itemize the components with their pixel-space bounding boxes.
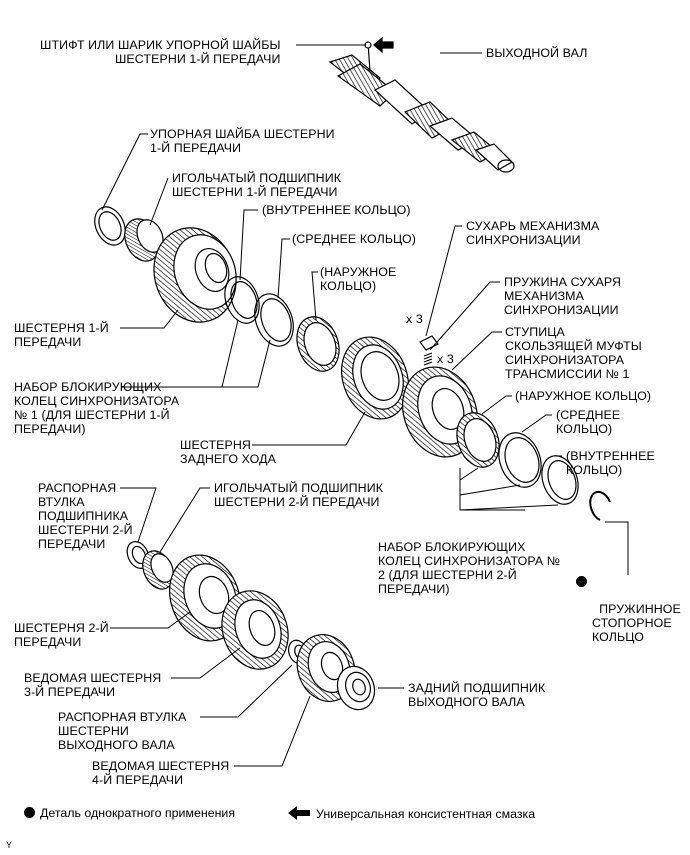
legend-grease: Универсальная консистентная смазка — [288, 806, 535, 821]
thrust-washer-part — [94, 206, 126, 246]
non-reusable-icon — [24, 807, 35, 818]
label-snap-ring: ПРУЖИННОЕ СТОПОРНОЕ КОЛЬЦО — [576, 574, 681, 644]
label-shifting-key: СУХАРЬ МЕХАНИЗМА СИНХРОНИЗАЦИИ — [466, 219, 600, 247]
label-middle-ring-2: (СРЕДНЕЕ КОЛЬЦО) — [556, 408, 621, 436]
first-gear-part — [153, 227, 237, 323]
label-output-shaft: ВЫХОДНОЙ ВАЛ — [486, 46, 588, 60]
label-sync-set-2: НАБОР БЛОКИРУЮЩИХ КОЛЕЦ СИНХРОНИЗАТОРА №… — [378, 540, 561, 596]
label-driven-gear-3: ВЕДОМАЯ ШЕСТЕРНЯ 3-Й ПЕРЕДАЧИ — [24, 671, 162, 699]
grease-arrow-icon — [288, 806, 310, 820]
reverse-gear-part — [341, 336, 409, 420]
inner-ring-2-part — [541, 455, 579, 505]
label-bushing-2: РАСПОРНАЯ ВТУЛКА ПОДШИПНИКА ШЕСТЕРНИ 2-Й… — [38, 481, 133, 551]
label-middle-ring-1: (СРЕДНЕЕ КОЛЬЦО) — [292, 232, 417, 246]
label-needle-bearing-2: ИГОЛЬЧАТЫЙ ПОДШИПНИК ШЕСТЕРНИ 2-Й ПЕРЕДА… — [214, 481, 384, 509]
shifting-key-part — [419, 335, 439, 351]
non-reusable-icon — [576, 576, 587, 587]
outer-ring-2-part — [456, 412, 500, 468]
inner-ring-1-part — [224, 276, 260, 324]
needle-bearing-1-part — [124, 218, 164, 262]
label-x3-spring: x 3 — [437, 352, 454, 366]
label-outer-ring-1: (НАРУЖНОЕ КОЛЬЦО) — [320, 265, 397, 293]
key-spring-part — [423, 352, 433, 366]
rear-bearing-part — [336, 665, 376, 711]
label-pin-ball: ШТИФТ ИЛИ ШАРИК УПОРНОЙ ШАЙБЫ ШЕСТЕРНИ 1… — [40, 38, 281, 66]
outer-ring-1-part — [296, 316, 340, 372]
label-key-spring: ПРУЖИНА СУХАРЯ МЕХАНИЗМА СИНХРОНИЗАЦИИ — [504, 275, 622, 317]
label-x3-key: x 3 — [406, 312, 423, 326]
label-spacer-shaft: РАСПОРНАЯ ВТУЛКА ШЕСТЕРНИ ВЫХОДНОГО ВАЛА — [58, 710, 187, 752]
label-sync-set-1: НАБОР БЛОКИРУЮЩИХ КОЛЕЦ СИНХРОНИЗАТОРА №… — [14, 380, 180, 436]
corner-mark: Y — [6, 840, 13, 850]
label-inner-ring-1: (ВНУТРЕННЕЕ КОЛЬЦО) — [262, 203, 411, 217]
output-shaft-part — [328, 41, 515, 173]
legend-non-reusable: Деталь однократного применения — [24, 806, 235, 820]
middle-ring-2-part — [498, 432, 542, 488]
label-driven-gear-4: ВЕДОМАЯ ШЕСТЕРНЯ 4-Й ПЕРЕДАЧИ — [92, 759, 230, 787]
label-thrust-washer: УПОРНАЯ ШАЙБА ШЕСТЕРНИ 1-Й ПЕРЕДАЧИ — [150, 127, 335, 155]
label-second-gear: ШЕСТЕРНЯ 2-Й ПЕРЕДАЧИ — [14, 621, 109, 649]
label-reverse-gear: ШЕСТЕРНЯ ЗАДНЕГО ХОДА — [180, 438, 276, 466]
label-needle-bearing-1: ИГОЛЬЧАТЫЙ ПОДШИПНИК ШЕСТЕРНИ 1-Й ПЕРЕДА… — [172, 171, 342, 199]
label-first-gear: ШЕСТЕРНЯ 1-Й ПЕРЕДАЧИ — [14, 321, 109, 349]
label-hub-sleeve: СТУПИЦА СКОЛЬЗЯЩЕЙ МУФТЫ СИНХРОНИЗАТОРА … — [505, 325, 642, 381]
snap-ring-part — [589, 490, 611, 521]
label-rear-bearing: ЗАДНИЙ ПОДШИПНИК ВЫХОДНОГО ВАЛА — [408, 681, 546, 709]
leader-lines — [101, 44, 629, 767]
label-outer-ring-2: (НАРУЖНОЕ КОЛЬЦО) — [515, 389, 652, 403]
label-inner-ring-2: (ВНУТРЕННЕЕ КОЛЬЦО) — [566, 449, 655, 477]
middle-ring-1-part — [254, 293, 294, 347]
